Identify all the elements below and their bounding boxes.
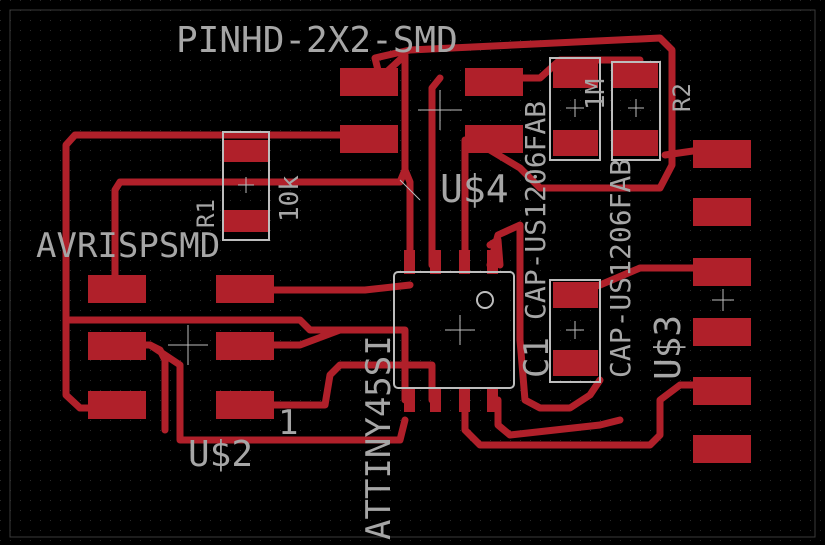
c2-pad-top [553, 62, 598, 88]
ftdi-pad-1 [693, 140, 751, 168]
header-pad-4 [465, 125, 523, 153]
ftdi-pad-5 [693, 377, 751, 405]
ftdi-pad-4 [693, 318, 751, 346]
cross-r2 [628, 99, 644, 117]
cross-c2 [566, 99, 584, 117]
c2-outline [549, 57, 601, 161]
trace-mcu-bottom2 [494, 396, 624, 439]
trace-mcu-to-isp2 [241, 361, 436, 409]
silkscreen [222, 57, 661, 389]
r1-pad-top [223, 140, 268, 162]
isp-part-label: AVRISPSMD [36, 226, 220, 266]
mcu-pad-3 [459, 388, 470, 412]
isp-pad-1 [88, 275, 146, 303]
c1-name-label: C1 [517, 337, 557, 378]
mcu-pad-6 [459, 250, 470, 274]
cross-header-link [399, 179, 421, 201]
mcu-pad-5 [487, 250, 498, 274]
ftdi-pad-3 [693, 258, 751, 286]
mcu-pad-4 [487, 388, 498, 412]
mcu-outline [393, 271, 515, 389]
c1-pad-top [553, 282, 598, 308]
mcu-pad-1 [404, 388, 415, 412]
c1-pad-bottom [553, 350, 598, 376]
c1-outline [549, 279, 601, 383]
header-pad-3 [465, 68, 523, 96]
mcu-part-label: ATTINY45SI [359, 335, 399, 540]
cross-header [418, 90, 462, 130]
r2-name-label: R2 [668, 83, 696, 112]
ftdi-pad-2 [693, 198, 751, 226]
cross-ftdi [712, 289, 734, 311]
cross-c1 [566, 321, 584, 339]
trace-header-to-mcu1 [401, 166, 414, 269]
c2-pad-bottom [553, 130, 598, 156]
r2-pad-top [613, 62, 658, 88]
mcu-pad-7 [430, 250, 441, 274]
mcu-pin1-marker [476, 291, 494, 309]
cap2-part-label: CAP-US1206FAB [519, 101, 552, 320]
mcu-pad-8 [404, 250, 415, 274]
r1-value-label: 10k [275, 175, 305, 222]
isp-pad-3 [88, 332, 146, 360]
r1-name-label: R1 [192, 199, 220, 228]
isp-pad-2 [216, 275, 274, 303]
isp-pad-4 [216, 332, 274, 360]
isp-pad-6 [216, 391, 274, 419]
trace-top-bus [371, 34, 676, 192]
trace-isp-bottom2 [146, 341, 169, 434]
trace-mcu-right [486, 221, 604, 412]
r2-value-label: 1M [581, 79, 611, 110]
r1-outline [222, 131, 270, 241]
trace-mcu-bottom [461, 381, 724, 449]
origin-crosses [168, 90, 734, 365]
trace-header-to-mcu2 [428, 74, 444, 269]
ftdi-pad-6 [693, 435, 751, 463]
header-pad-2 [340, 125, 398, 153]
cap2b-part-label: CAP-US1206FAB [604, 159, 637, 378]
r2-outline [611, 61, 661, 161]
trace-left-loop [62, 131, 384, 412]
trace-mcu-top-right [486, 236, 504, 269]
header-name-label: U$4 [440, 167, 509, 211]
trace-isp-left [66, 316, 374, 334]
cross-isp [168, 325, 208, 365]
board-outline [9, 9, 816, 538]
mcu-pad-2 [430, 388, 441, 412]
isp-pad-5 [88, 391, 146, 419]
trace-gnd-loop [111, 51, 409, 294]
r1-pad-bottom [223, 210, 268, 232]
pads [88, 62, 751, 463]
cross-r1 [238, 177, 254, 193]
header-part-label: PINHD-2X2-SMD [176, 20, 458, 61]
header-pad-1 [340, 68, 398, 96]
ftdi-name-label: U$3 [648, 315, 689, 380]
isp-pin1-label: 1 [278, 403, 298, 443]
cross-mcu [445, 315, 475, 345]
isp-name-label: U$2 [188, 434, 253, 475]
r2-pad-bottom [613, 130, 658, 156]
